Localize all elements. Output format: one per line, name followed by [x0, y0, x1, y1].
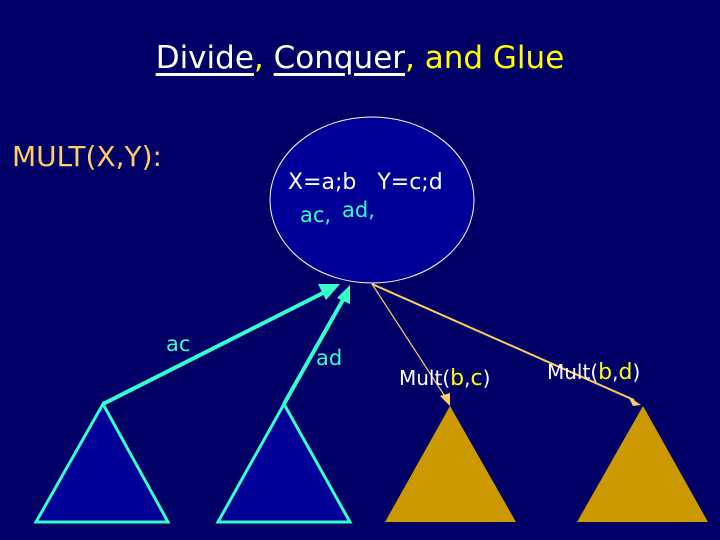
subproblem-bd-triangle [577, 406, 708, 522]
subproblem-ac-triangle [33, 400, 171, 524]
edge-label-ac: ac [166, 332, 191, 356]
root-node [269, 116, 475, 284]
arrowhead-ad [337, 285, 350, 304]
edge-label-mult-bd: Mult(b,d) [547, 360, 640, 385]
arg-c: c [470, 366, 483, 391]
comma: , [612, 360, 619, 384]
subproblem-ad-triangle [215, 400, 353, 524]
title-divide: Divide [155, 40, 254, 76]
node-xy-text: X=a;b Y=c;d [288, 170, 443, 195]
edge-label-mult-bc: Mult(b,c) [399, 366, 490, 391]
close: ) [632, 360, 641, 384]
slide-title: Divide, Conquer, and Glue [0, 40, 720, 76]
fn: Mult( [399, 366, 451, 390]
mult-label: MULT(X,Y): [12, 140, 162, 173]
node-ad-text: ad, [342, 198, 375, 222]
edge-label-ad: ad [316, 346, 343, 370]
arrowhead-ac [318, 284, 340, 300]
fn: Mult( [547, 360, 599, 384]
arrowhead-bc [440, 393, 450, 406]
arrowhead-bd [628, 396, 641, 406]
title-conquer: Conquer [273, 40, 406, 76]
arg-b: b [598, 360, 613, 385]
subproblem-bc-triangle [385, 406, 516, 522]
close: ) [482, 366, 491, 390]
edge-bc [371, 283, 447, 399]
edge-ad [282, 297, 346, 405]
arg-d: d [618, 360, 633, 385]
title-glue: , and Glue [405, 40, 565, 76]
arg-b: b [450, 366, 465, 391]
title-sep: , [253, 40, 274, 76]
edge-ac [102, 290, 326, 406]
edge-bd [371, 283, 635, 401]
comma: , [464, 366, 471, 390]
node-ac-text: ac, [300, 203, 332, 227]
